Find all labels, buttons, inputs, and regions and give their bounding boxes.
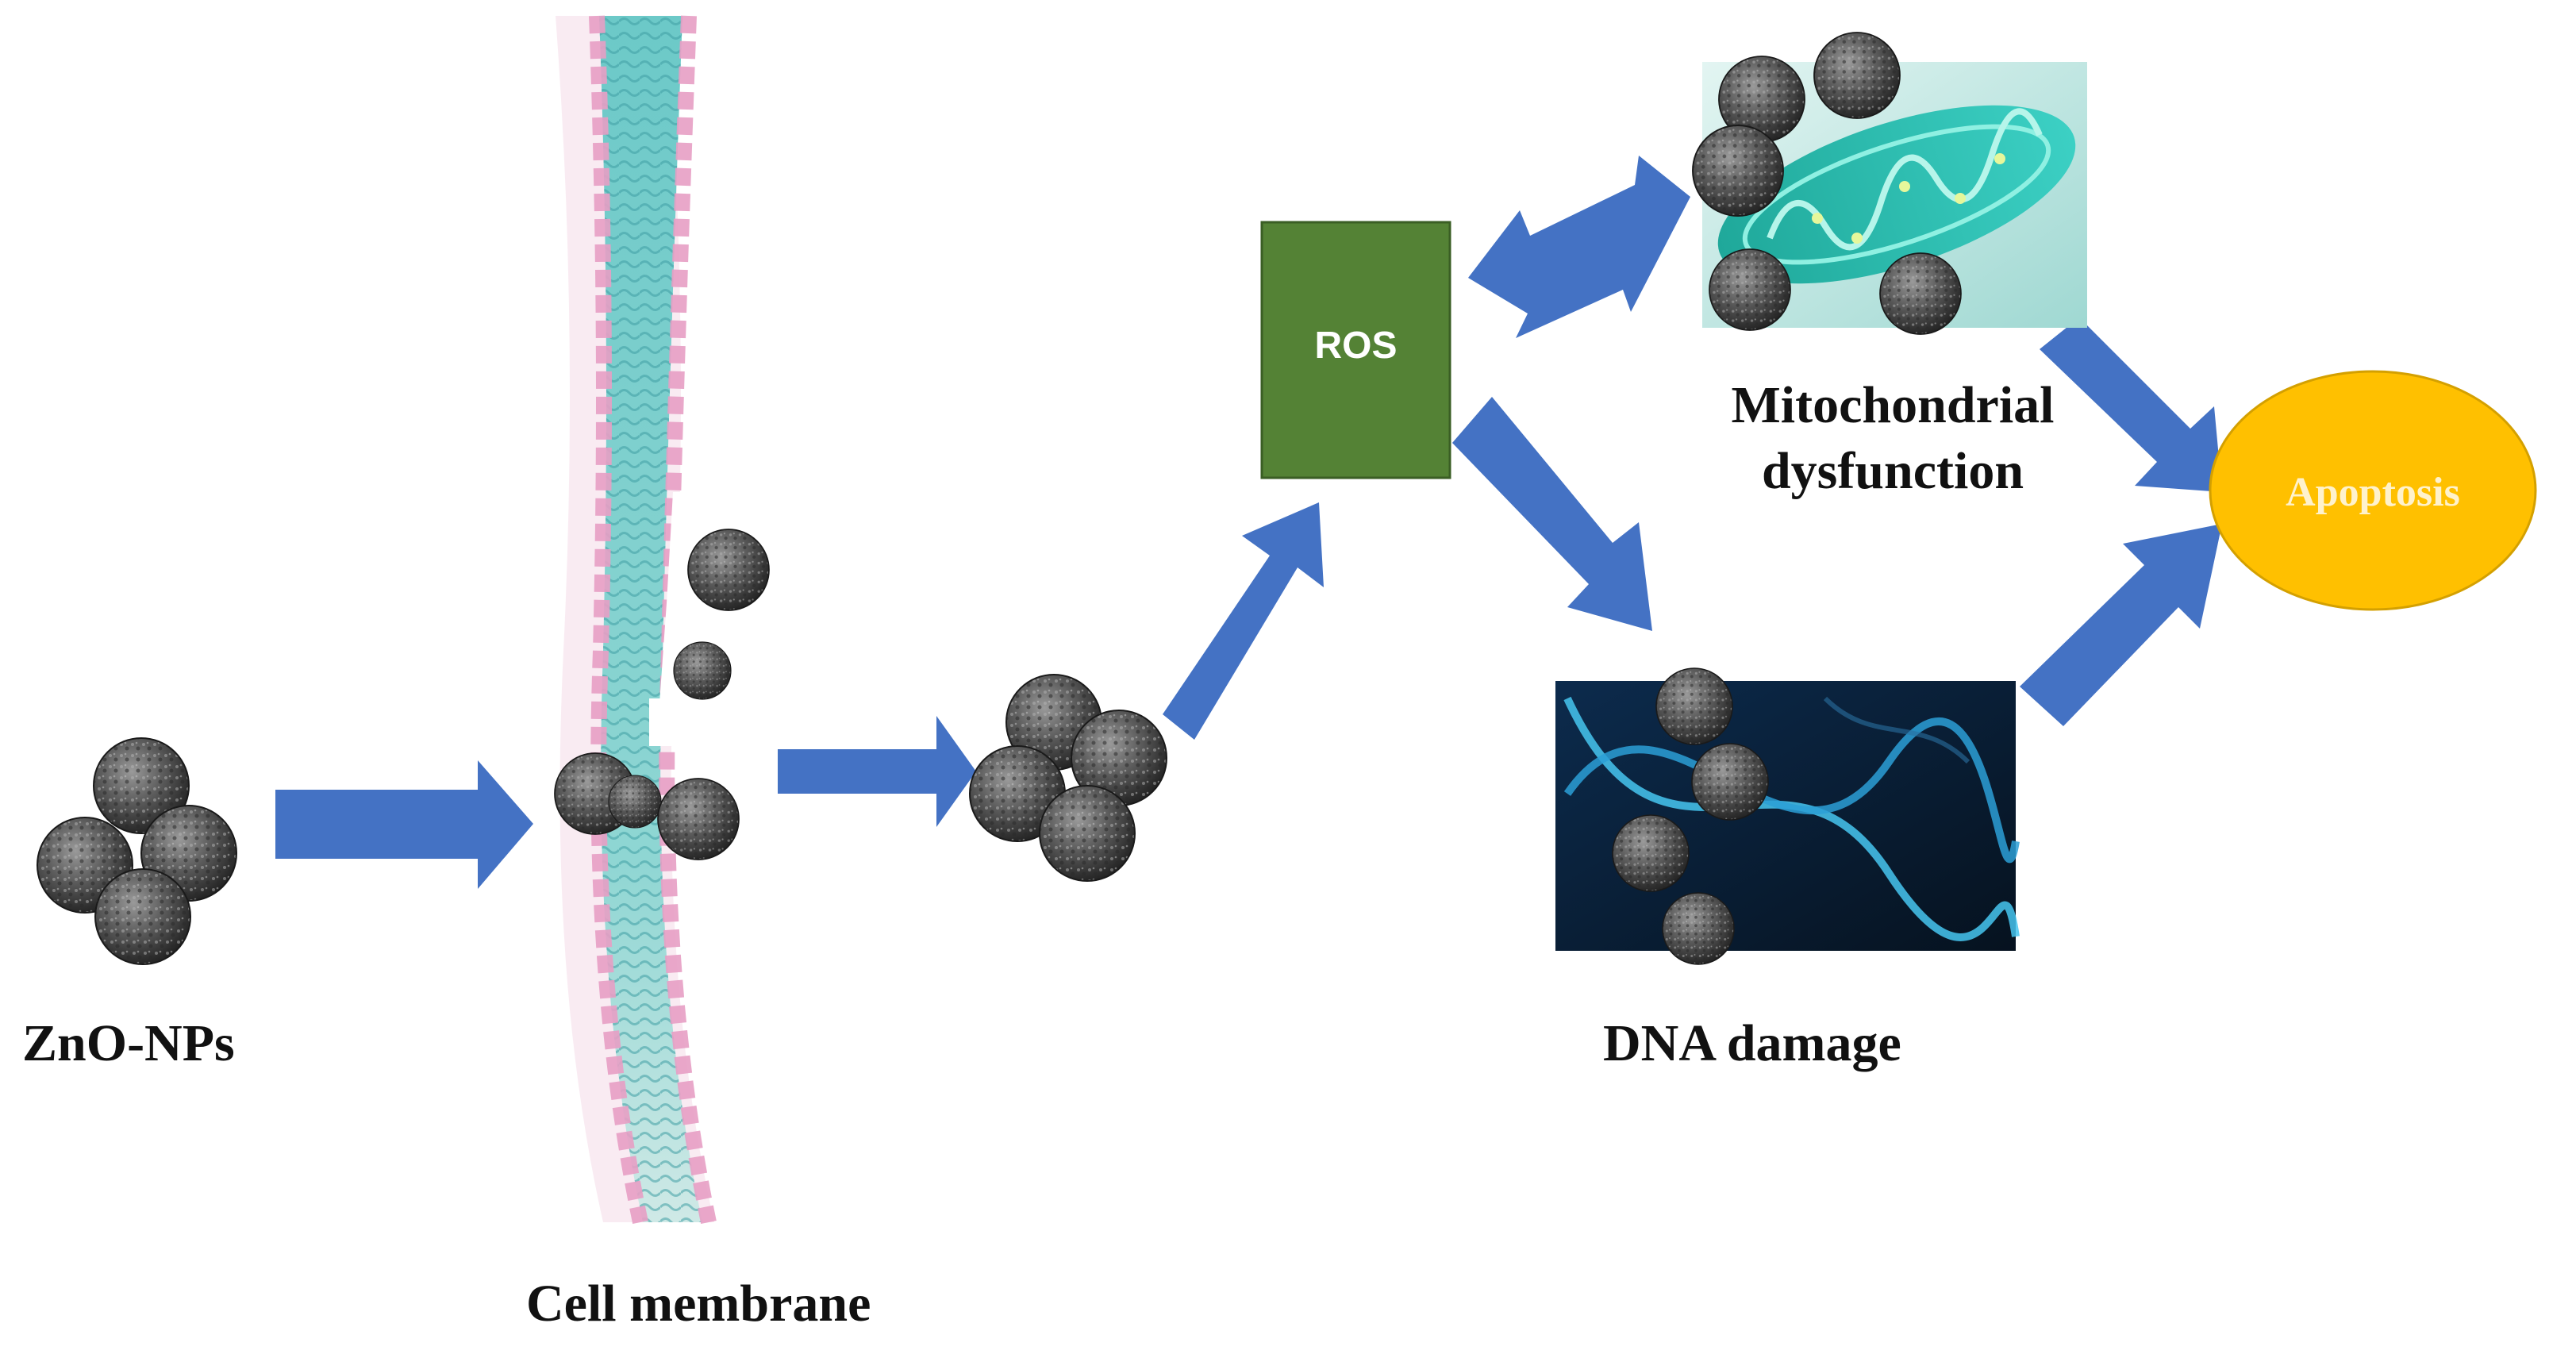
ros-box [1260, 221, 1451, 479]
arrow-ros-to-dna [1452, 397, 1652, 631]
dna-helix-image [1555, 667, 2020, 965]
dna-damage-label: DNA damage [1603, 1014, 1901, 1072]
arrow-mito-to-apoptosis [2040, 317, 2222, 492]
apoptosis-label: Apoptosis [2286, 470, 2460, 515]
apoptosis-ellipse [2209, 370, 2537, 611]
arrow-np-to-ros [1163, 502, 1324, 740]
arrow-zno-to-membrane [275, 760, 533, 889]
mitochondrial-dysfunction-label: Mitochondrial dysfunction [1706, 373, 2079, 504]
cytoplasm-nanoparticle-cluster-icon [969, 674, 1167, 882]
arrow-ros-mito-bidirectional [1468, 156, 1690, 338]
zno-label: ZnO-NPs [22, 1014, 235, 1072]
arrow-dna-to-apoptosis [2020, 524, 2222, 726]
ros-label: ROS [1314, 325, 1398, 367]
arrow-membrane-to-cytoplasm [778, 716, 976, 827]
mitochondrial-label-line2: dysfunction [1761, 441, 2024, 500]
zno-nanoparticle-cluster-icon [37, 737, 237, 965]
mitochondrial-label-line1: Mitochondrial [1731, 376, 2055, 434]
cell-membrane-bilayer-icon [556, 15, 717, 1225]
cell-membrane-label: Cell membrane [526, 1275, 871, 1333]
mitochondrion-image [1692, 32, 2087, 335]
